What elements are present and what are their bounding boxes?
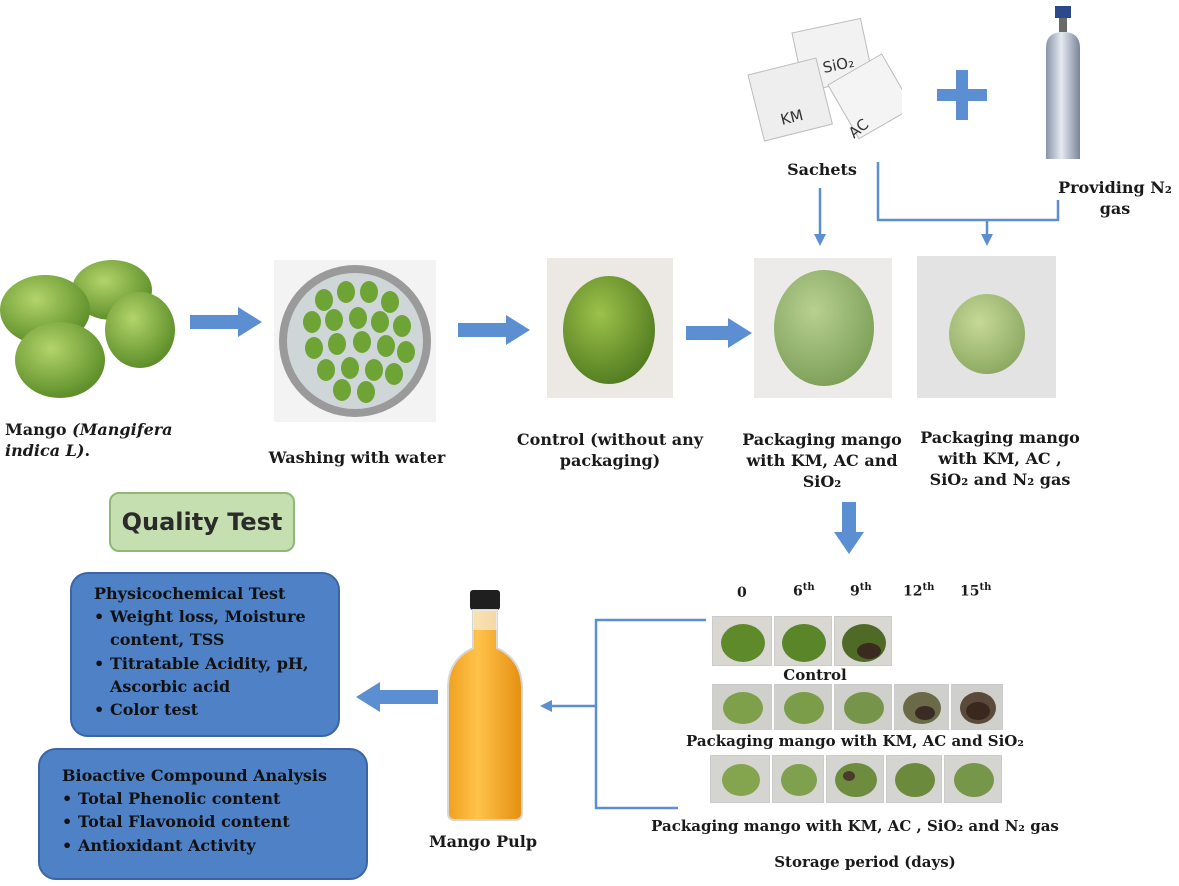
arrow-right-2 — [458, 315, 530, 345]
packaging2-image — [917, 256, 1056, 398]
pack1-thumb-12 — [894, 684, 949, 730]
bioactive-item: Total Phenolic content — [62, 787, 354, 810]
pack2-thumb-12 — [886, 755, 942, 803]
pack1-thumb-6 — [774, 684, 832, 730]
bioactive-title: Bioactive Compound Analysis — [62, 766, 327, 785]
pack1-thumb-9 — [834, 684, 892, 730]
bioactive-box: Bioactive Compound Analysis Total Phenol… — [38, 748, 368, 880]
mango-label: Mango (Mangifera indica L). — [5, 420, 173, 460]
physico-item: Titratable Acidity, pH,Ascorbic acid — [94, 652, 326, 698]
row-control-label: Control — [783, 666, 847, 684]
control-thumb-9 — [834, 616, 892, 666]
control-thumb-0 — [712, 616, 772, 666]
bracket-connector — [540, 618, 706, 810]
arrow-left — [356, 682, 438, 712]
row-pack1-label: Packaging mango with KM, AC and SiO₂ — [686, 732, 1024, 750]
arrow-right-1 — [190, 307, 262, 337]
mango-image — [0, 255, 185, 400]
physicochemical-title: Physicochemical Test — [94, 584, 286, 603]
bioactive-item: Antioxidant Activity — [62, 834, 354, 857]
pack2-thumb-6 — [772, 755, 824, 803]
day-0: 0 — [737, 585, 747, 601]
pulp-label: Mango Pulp — [428, 832, 538, 851]
arrow-down — [834, 502, 864, 554]
storage-axis-label: Storage period (days) — [774, 853, 956, 871]
day-15: 15th — [960, 582, 992, 600]
packaging1-image — [754, 258, 892, 398]
plus-icon — [937, 70, 987, 120]
sachet-km-text: KM — [779, 106, 805, 129]
arrow-right-3 — [686, 318, 752, 348]
washing-label: Washing with water — [268, 448, 446, 467]
control-thumb-6 — [774, 616, 832, 666]
pack1-thumb-0 — [712, 684, 772, 730]
physico-item: Color test — [94, 698, 326, 721]
input-connectors — [814, 162, 1060, 246]
quality-test-title: Quality Test — [109, 492, 295, 552]
mango-pulp-bottle-image — [447, 590, 523, 821]
pack2-thumb-15 — [944, 755, 1002, 803]
sachets-label: Sachets — [787, 160, 857, 179]
sachets-image: SiO₂ KM AC — [742, 15, 902, 160]
day-12: 12th — [903, 582, 935, 600]
washing-image — [274, 260, 436, 422]
gas-cylinder-icon — [1046, 6, 1080, 159]
control-image — [547, 258, 673, 398]
physicochemical-box: Physicochemical Test Weight loss, Moistu… — [70, 572, 340, 737]
row-pack2-label: Packaging mango with KM, AC , SiO₂ and N… — [651, 817, 1059, 835]
pack1-thumb-15 — [951, 684, 1003, 730]
bioactive-item: Total Flavonoid content — [62, 810, 354, 833]
pack2-thumb-0 — [710, 755, 770, 803]
pack2-thumb-9 — [826, 755, 884, 803]
day-9: 9th — [850, 582, 872, 600]
day-6: 6th — [793, 582, 815, 600]
